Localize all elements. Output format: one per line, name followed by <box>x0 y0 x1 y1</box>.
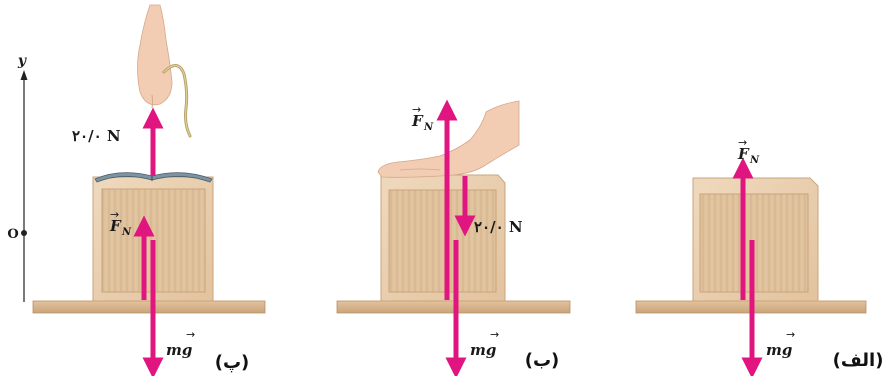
svg-text:N: N <box>423 122 434 133</box>
svg-text:F: F <box>109 217 122 235</box>
normal-force-label: F N → <box>737 136 760 166</box>
hand-pressing-icon <box>377 100 520 178</box>
weight-label: mg → <box>470 328 499 359</box>
crate <box>692 177 819 302</box>
hand-pulling-string-icon <box>137 4 192 138</box>
svg-text:mg: mg <box>166 341 192 359</box>
svg-text:→: → <box>738 136 747 149</box>
table <box>32 300 266 314</box>
svg-text:mg: mg <box>470 341 496 359</box>
crate <box>380 174 506 302</box>
y-axis-arrowhead <box>20 70 28 80</box>
panel-p: ۲۰/۰ N F N → mg → (پ) <box>32 4 266 376</box>
panel-alef: F N → mg → (الف) <box>635 136 884 376</box>
svg-text:→: → <box>110 208 119 221</box>
origin-point <box>21 230 27 236</box>
book-icon <box>94 172 213 183</box>
svg-text:→: → <box>490 328 499 341</box>
panel-label-b: (ب) <box>525 350 560 371</box>
normal-force-label: F N → <box>411 103 434 133</box>
weight-label: mg → <box>766 328 795 359</box>
svg-text:mg: mg <box>766 341 792 359</box>
y-axis-label: y <box>17 53 27 69</box>
svg-text:N: N <box>121 227 132 238</box>
svg-text:F: F <box>737 145 750 163</box>
panel-b: F N → ۲۰/۰ N mg → (ب) <box>336 99 571 376</box>
svg-text:→: → <box>186 328 195 341</box>
origin-label: O <box>7 227 18 242</box>
y-axis: y O <box>7 53 28 302</box>
pull-force-label: ۲۰/۰ N <box>72 127 121 145</box>
panel-label-p: (پ) <box>215 352 250 373</box>
weight-label: mg → <box>166 328 195 359</box>
svg-text:→: → <box>412 103 421 116</box>
svg-text:F: F <box>411 112 424 130</box>
svg-text:→: → <box>786 328 795 341</box>
panel-label-alef: (الف) <box>833 350 884 371</box>
normal-force-label: F N → <box>109 208 132 238</box>
svg-text:N: N <box>749 155 760 166</box>
push-force-label: ۲۰/۰ N <box>474 218 523 236</box>
